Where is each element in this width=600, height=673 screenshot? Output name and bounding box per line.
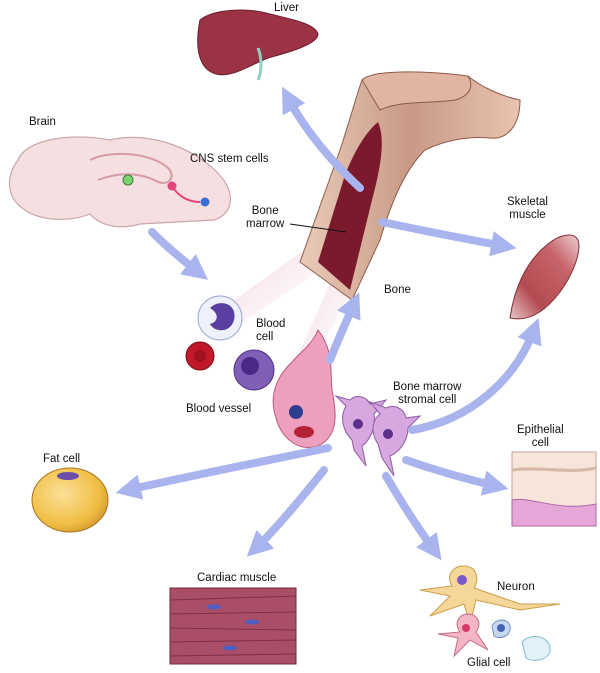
epithelial-layer [511,466,597,472]
arrow-to-neuron [382,472,442,561]
label-bone-marrow: Bone marrow [246,205,285,230]
blood-vessel [272,329,336,448]
arrow-to-liver [281,86,364,192]
stromal-cell [368,400,422,477]
blood-vessel-rbc [294,426,314,438]
label-cns-stem-cells: CNS stem cells [190,153,269,165]
arrow-to-fat-cell [115,444,332,500]
label-fat-cell: Fat cell [43,453,81,465]
glial-cell-cyan [521,635,551,661]
stromal-cell-nucleus [383,429,393,439]
label-stromal-cell: Bone marrow stromal cell [393,381,462,406]
white-blood-cell-nucleus [210,303,235,331]
epithelial-basal-layer [511,498,597,527]
brain-ventricle [89,152,173,184]
glial-nucleus [497,624,505,632]
fat-cell-nucleus [57,472,79,480]
label-epithelial-cell: Epithelial cell [517,424,564,449]
glial-nucleus [462,624,470,632]
skeletal-muscle-cell [509,234,580,320]
arrow-to-skeletal-muscle [378,218,517,257]
cardiac-fibers [169,595,297,657]
label-skeletal-muscle: Skeletal muscle [507,196,548,221]
arrow-to-cardiac [246,466,328,557]
stromal-cell [334,394,388,467]
glial-cell [437,613,489,658]
label-blood-cell: Blood cell [256,318,286,343]
label-blood-vessel: Blood vessel [186,403,252,415]
cns-stem-cell-blue [200,197,210,207]
bone-marrow-cavity [318,122,382,290]
brain-organ [8,136,231,228]
label-glial-cell: Glial cell [467,657,511,669]
differentiation-arrows [115,86,542,561]
arrow-to-epithelial [402,456,509,496]
liver-organ [197,9,319,76]
bone-marrow-leader [289,223,347,233]
cardiac-muscle-tissue [169,587,297,665]
granulocyte-nucleus [241,357,259,375]
arrow-from-brain [148,228,209,280]
bone-head [361,71,472,111]
label-cardiac-muscle: Cardiac muscle [197,572,277,584]
label-brain: Brain [29,116,56,128]
blood-vessel-cell [289,405,303,419]
arrow-stromal-to-muscle [408,318,542,434]
cns-migration-path [171,185,201,203]
neuron-nucleus [457,575,467,585]
stromal-cell-nucleus [353,419,363,429]
cardiac-nucleus [245,619,259,625]
gallbladder [256,47,263,81]
red-blood-cell-center [194,350,206,362]
label-bone: Bone [384,284,411,296]
arrow-to-bone [326,292,361,364]
cardiac-nucleus [207,604,221,610]
label-neuron: Neuron [497,581,535,593]
cardiac-nucleus [223,645,237,651]
neuron-cell [419,565,561,626]
fat-cell [31,467,109,533]
label-liver: Liver [274,2,299,14]
cns-stem-cell-green [122,174,134,186]
